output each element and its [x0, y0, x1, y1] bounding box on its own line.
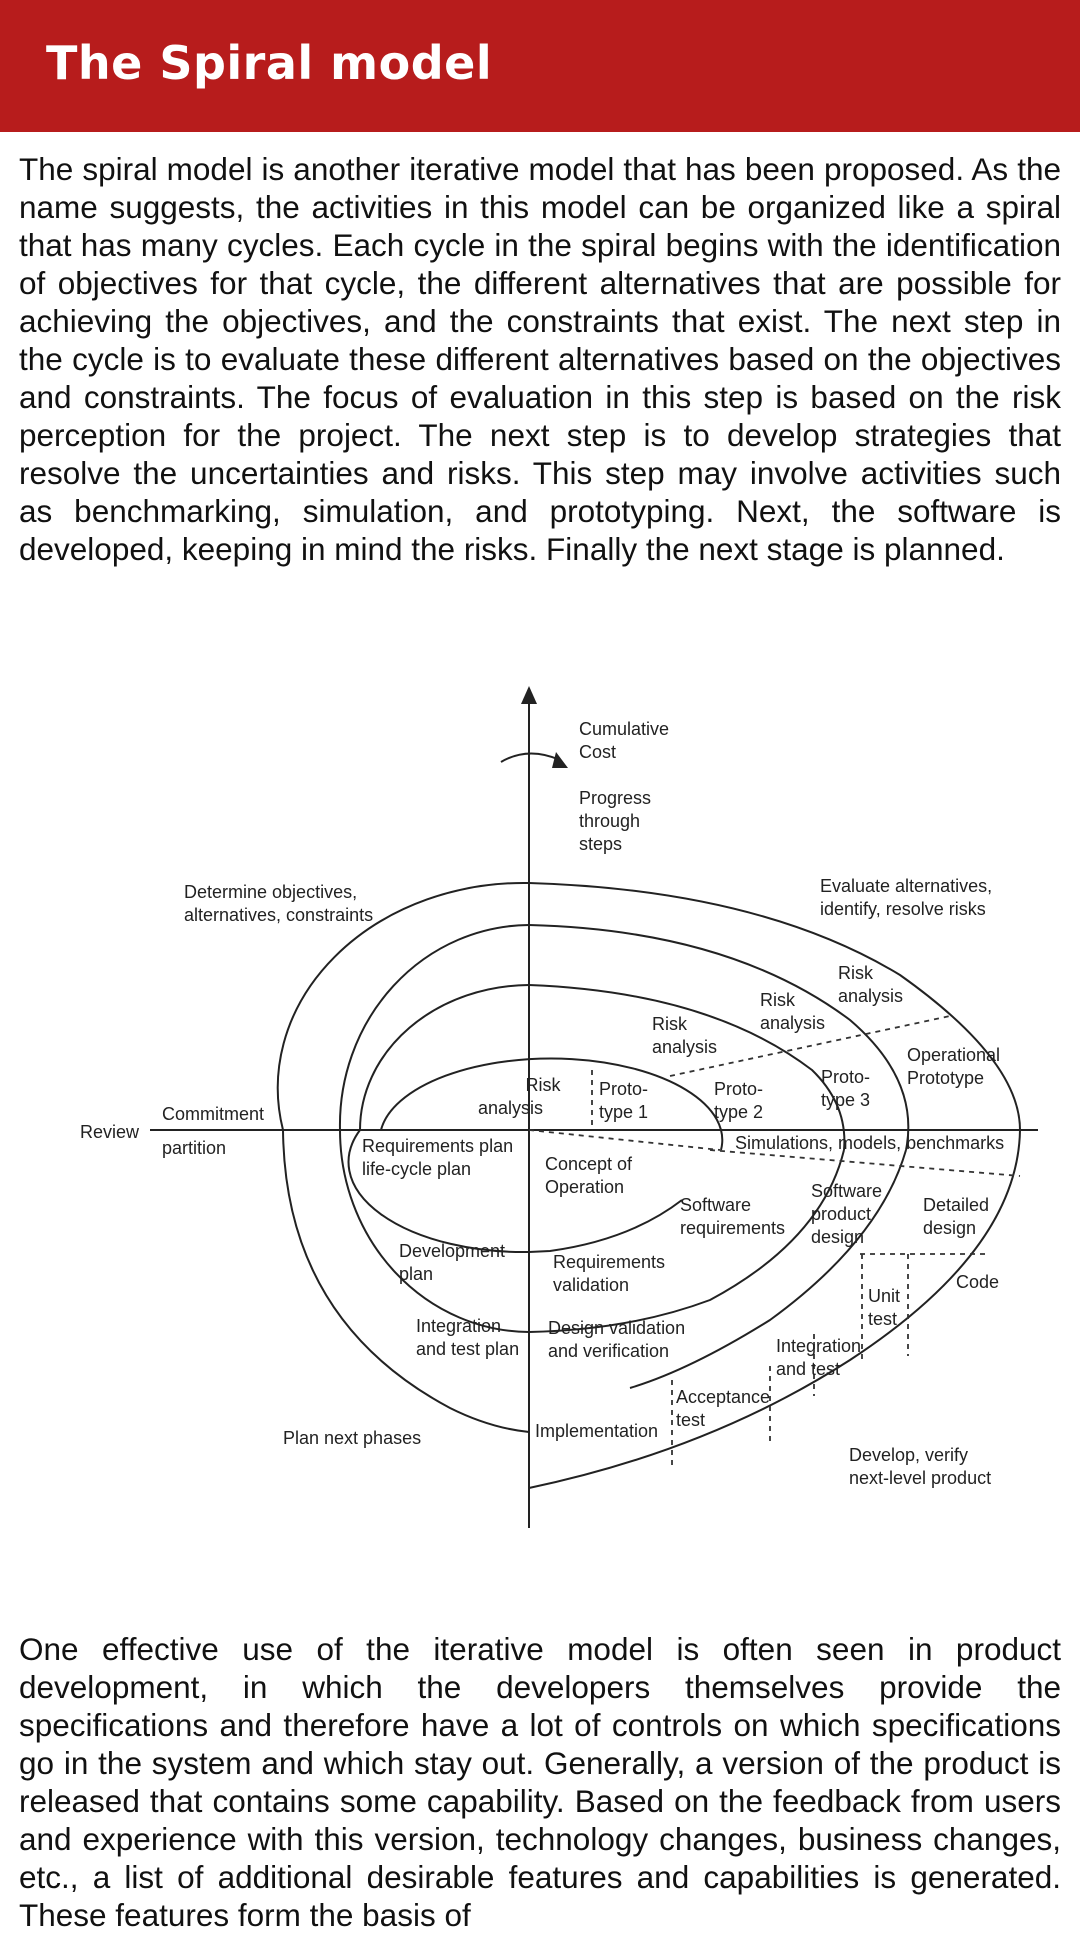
spiral-loop-4-bottom-right — [528, 1129, 1021, 1489]
prototype-1-label: Proto-type 1 — [599, 1079, 648, 1122]
spiral-loop-3-bottom-right — [629, 1149, 907, 1389]
spiral-loop-inner-top — [380, 1057, 724, 1151]
evaluate-alternatives-label: Evaluate alternatives,identify, resolve … — [820, 876, 992, 919]
code-label: Code — [956, 1272, 999, 1292]
divider-dashed — [669, 1015, 951, 1077]
spiral-loop-2-top-left — [359, 984, 530, 1131]
spiral-loop-4-top-right — [528, 882, 1021, 1131]
commitment-label: Commitment — [162, 1104, 264, 1124]
spiral-loop-3-top-left — [338, 924, 530, 1131]
page-title: The Spiral model — [46, 36, 493, 90]
partition-label: partition — [162, 1138, 226, 1158]
cumulative-cost-arc — [500, 752, 561, 763]
body-paragraph-2: One effective use of the iterative model… — [19, 1631, 1061, 1933]
cost-arrowhead — [552, 752, 568, 768]
axis-arrowhead — [521, 686, 537, 704]
divider-dashed — [528, 1129, 721, 1151]
prototype-3-label: Proto-type 3 — [821, 1067, 870, 1110]
spiral-loop-inner-bottom-left — [347, 1129, 530, 1254]
plan-next-phases-label: Plan next phases — [283, 1428, 421, 1448]
divider-dashed — [709, 1149, 1021, 1177]
prototype-2-label: Proto-type 2 — [714, 1079, 763, 1122]
determine-objectives-label: Determine objectives,alternatives, const… — [184, 882, 373, 925]
review-label: Review — [80, 1122, 140, 1142]
spiral-loop-4-bottom-left — [282, 1129, 530, 1433]
spiral-loop-3-bottom-left — [339, 1129, 530, 1333]
spiral-loop-inner-bottom — [528, 1199, 683, 1253]
simulations-label: Simulations, models, benchmarks — [735, 1133, 1004, 1153]
implementation-label: Implementation — [535, 1421, 658, 1441]
spiral-loop-2-top-right — [528, 984, 846, 1151]
spiral-loop-2-bottom-right — [528, 1149, 845, 1333]
body-paragraph-1: The spiral model is another iterative mo… — [19, 151, 1061, 567]
app-bar: The Spiral model — [0, 0, 1080, 132]
spiral-loop-3-top-right — [528, 924, 910, 1151]
spiral-loop-4-top-left — [276, 881, 530, 1131]
